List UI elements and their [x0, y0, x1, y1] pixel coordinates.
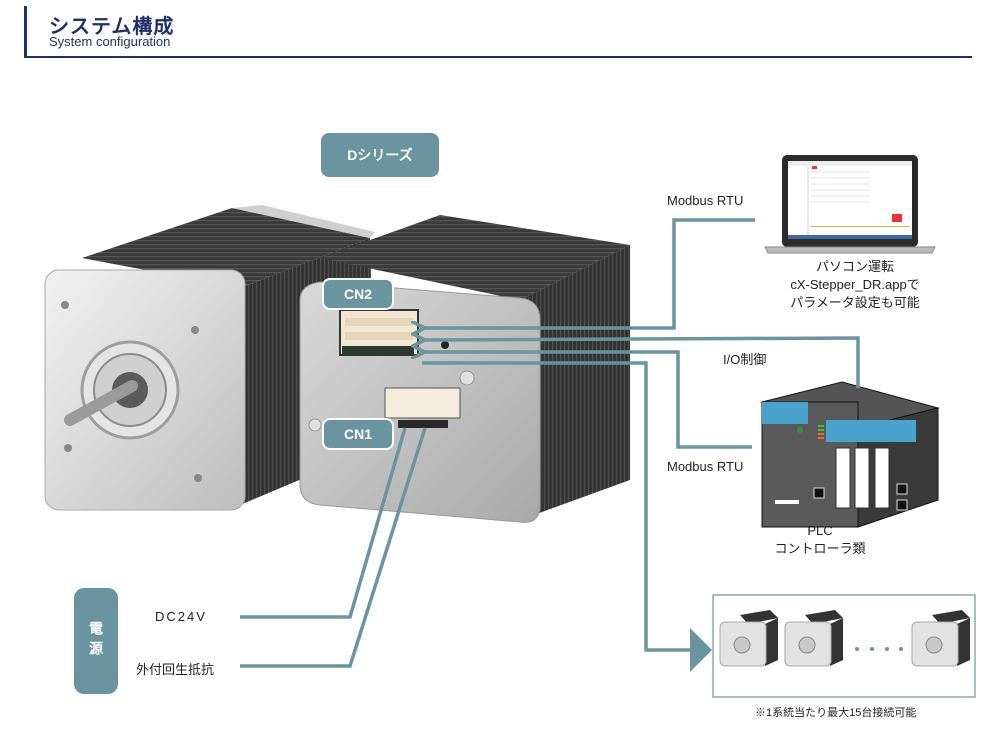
line-dc24v [240, 427, 407, 619]
plc-caption: PLC コントローラ類 [760, 522, 880, 558]
line-pc-modbus [422, 218, 755, 328]
plc-caption-line2: コントローラ類 [774, 541, 866, 556]
line-plc-io [422, 338, 860, 388]
io-control-label: I/O制御 [723, 352, 767, 367]
page-subtitle: System configuration [49, 34, 171, 49]
plc-caption-line1: PLC [807, 523, 833, 538]
section-header: システム構成 System configuration [24, 6, 972, 58]
line-plc-modbus [422, 352, 752, 449]
pc-caption: パソコン運転 cX-Stepper_DR.appで パラメータ設定も可能 [770, 258, 940, 312]
dc24v-label: DC24V [155, 609, 207, 624]
cn2-label: CN2 [322, 278, 394, 310]
regen-resistor-label: 外付回生抵抗 [136, 662, 215, 677]
line-resistor [240, 427, 427, 668]
pc-modbus-label: Modbus RTU [667, 193, 744, 208]
connection-lines [240, 218, 860, 668]
ellipsis-dots [855, 647, 903, 651]
pc-caption-line2: cX-Stepper_DR.appで [790, 277, 920, 292]
stepper-motor-driver-side [299, 215, 630, 523]
pc-caption-line3: パラメータ設定も可能 [790, 295, 920, 310]
line-daisy-chain [422, 361, 690, 652]
mini-motor [784, 610, 843, 667]
daisy-arrowhead [690, 628, 712, 672]
series-badge: Dシリーズ [321, 133, 439, 177]
pc-caption-line1: パソコン運転 [815, 259, 894, 274]
plc-modbus-label: Modbus RTU [667, 459, 744, 474]
power-badge: 電源 [74, 588, 118, 694]
laptop-pc [764, 155, 936, 254]
mini-motor [719, 610, 778, 667]
cn1-label: CN1 [322, 418, 394, 450]
page-title: システム構成 [49, 14, 175, 38]
daisy-chain-box [712, 594, 976, 698]
daisy-chain-note: ※1系統当たり最大15台接続可能 [755, 707, 917, 719]
mini-motor [911, 610, 970, 667]
plc-controller [760, 381, 940, 528]
